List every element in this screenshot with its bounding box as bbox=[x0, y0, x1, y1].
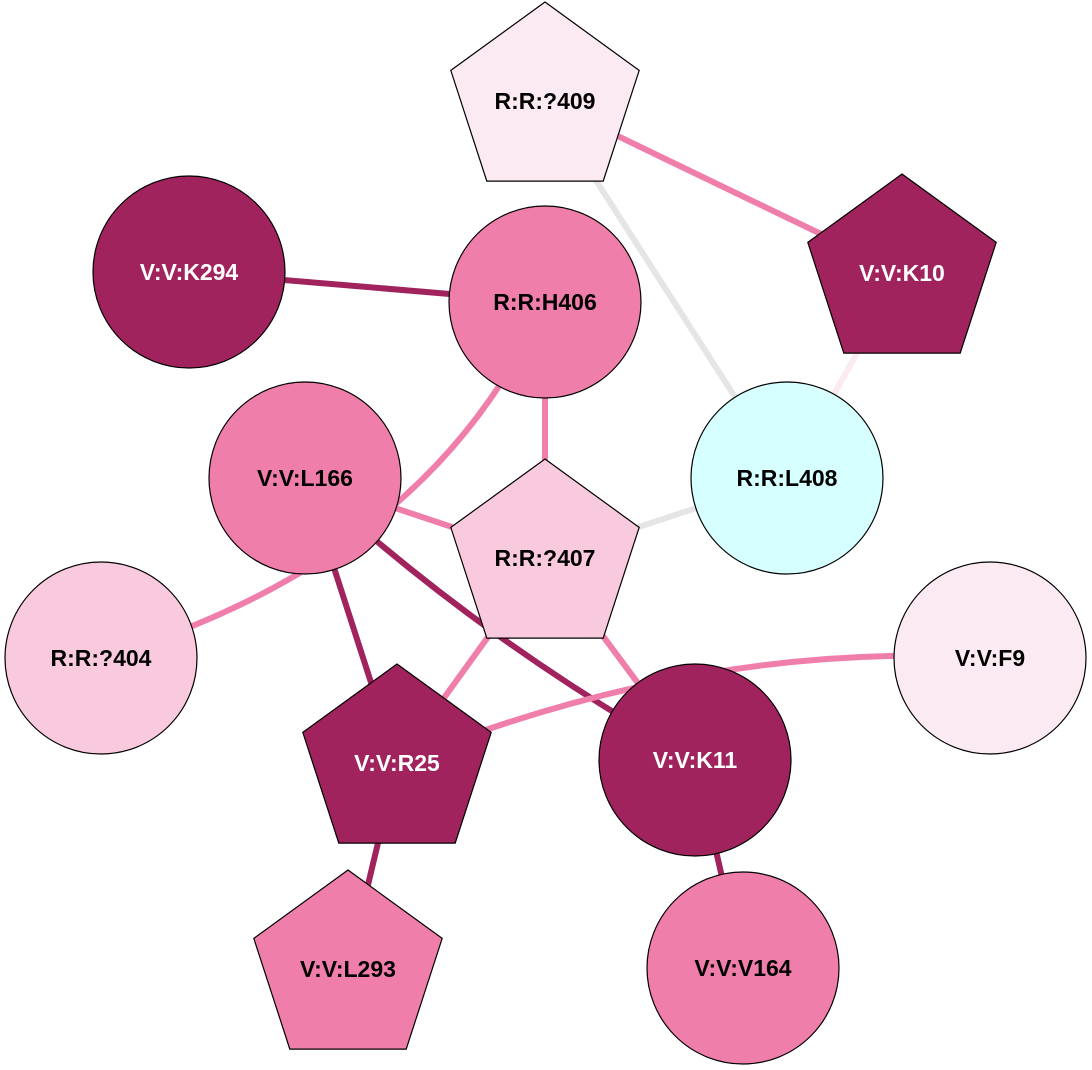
node-label: V:V:L166 bbox=[257, 465, 353, 491]
node-label: R:R:?407 bbox=[495, 545, 596, 571]
node-R409[interactable]: R:R:?409 bbox=[450, 1, 640, 182]
pentagon-shape bbox=[807, 173, 997, 354]
node-K10[interactable]: V:V:K10 bbox=[807, 173, 997, 354]
node-R404[interactable]: R:R:?404 bbox=[4, 561, 198, 755]
circle-shape bbox=[208, 381, 402, 575]
node-R25[interactable]: V:V:R25 bbox=[302, 663, 492, 844]
circle-shape bbox=[4, 561, 198, 755]
node-label: V:V:K294 bbox=[140, 259, 239, 285]
node-R407[interactable]: R:R:?407 bbox=[450, 458, 640, 639]
node-K11[interactable]: V:V:K11 bbox=[598, 663, 792, 857]
pentagon-shape bbox=[253, 869, 443, 1050]
node-H406[interactable]: R:R:H406 bbox=[448, 205, 642, 399]
node-label: V:V:K10 bbox=[859, 260, 945, 286]
node-K294[interactable]: V:V:K294 bbox=[92, 175, 286, 369]
node-L408[interactable]: R:R:L408 bbox=[690, 381, 884, 575]
pentagon-shape bbox=[450, 458, 640, 639]
circle-shape bbox=[893, 561, 1087, 755]
node-label: R:R:L408 bbox=[737, 465, 838, 491]
circle-shape bbox=[598, 663, 792, 857]
node-label: R:R:?409 bbox=[495, 88, 596, 114]
node-label: R:R:H406 bbox=[493, 289, 597, 315]
node-V164[interactable]: V:V:V164 bbox=[646, 871, 840, 1065]
node-L293[interactable]: V:V:L293 bbox=[253, 869, 443, 1050]
circle-shape bbox=[448, 205, 642, 399]
node-label: V:V:K11 bbox=[653, 747, 738, 773]
node-label: V:V:R25 bbox=[354, 750, 440, 776]
node-label: V:V:L293 bbox=[300, 956, 396, 982]
circle-shape bbox=[646, 871, 840, 1065]
node-label: R:R:?404 bbox=[51, 645, 152, 671]
node-label: V:V:F9 bbox=[955, 645, 1025, 671]
pentagon-shape bbox=[302, 663, 492, 844]
node-label: V:V:V164 bbox=[694, 955, 791, 981]
node-F9[interactable]: V:V:F9 bbox=[893, 561, 1087, 755]
node-L166[interactable]: V:V:L166 bbox=[208, 381, 402, 575]
circle-shape bbox=[690, 381, 884, 575]
pentagon-shape bbox=[450, 1, 640, 182]
circle-shape bbox=[92, 175, 286, 369]
